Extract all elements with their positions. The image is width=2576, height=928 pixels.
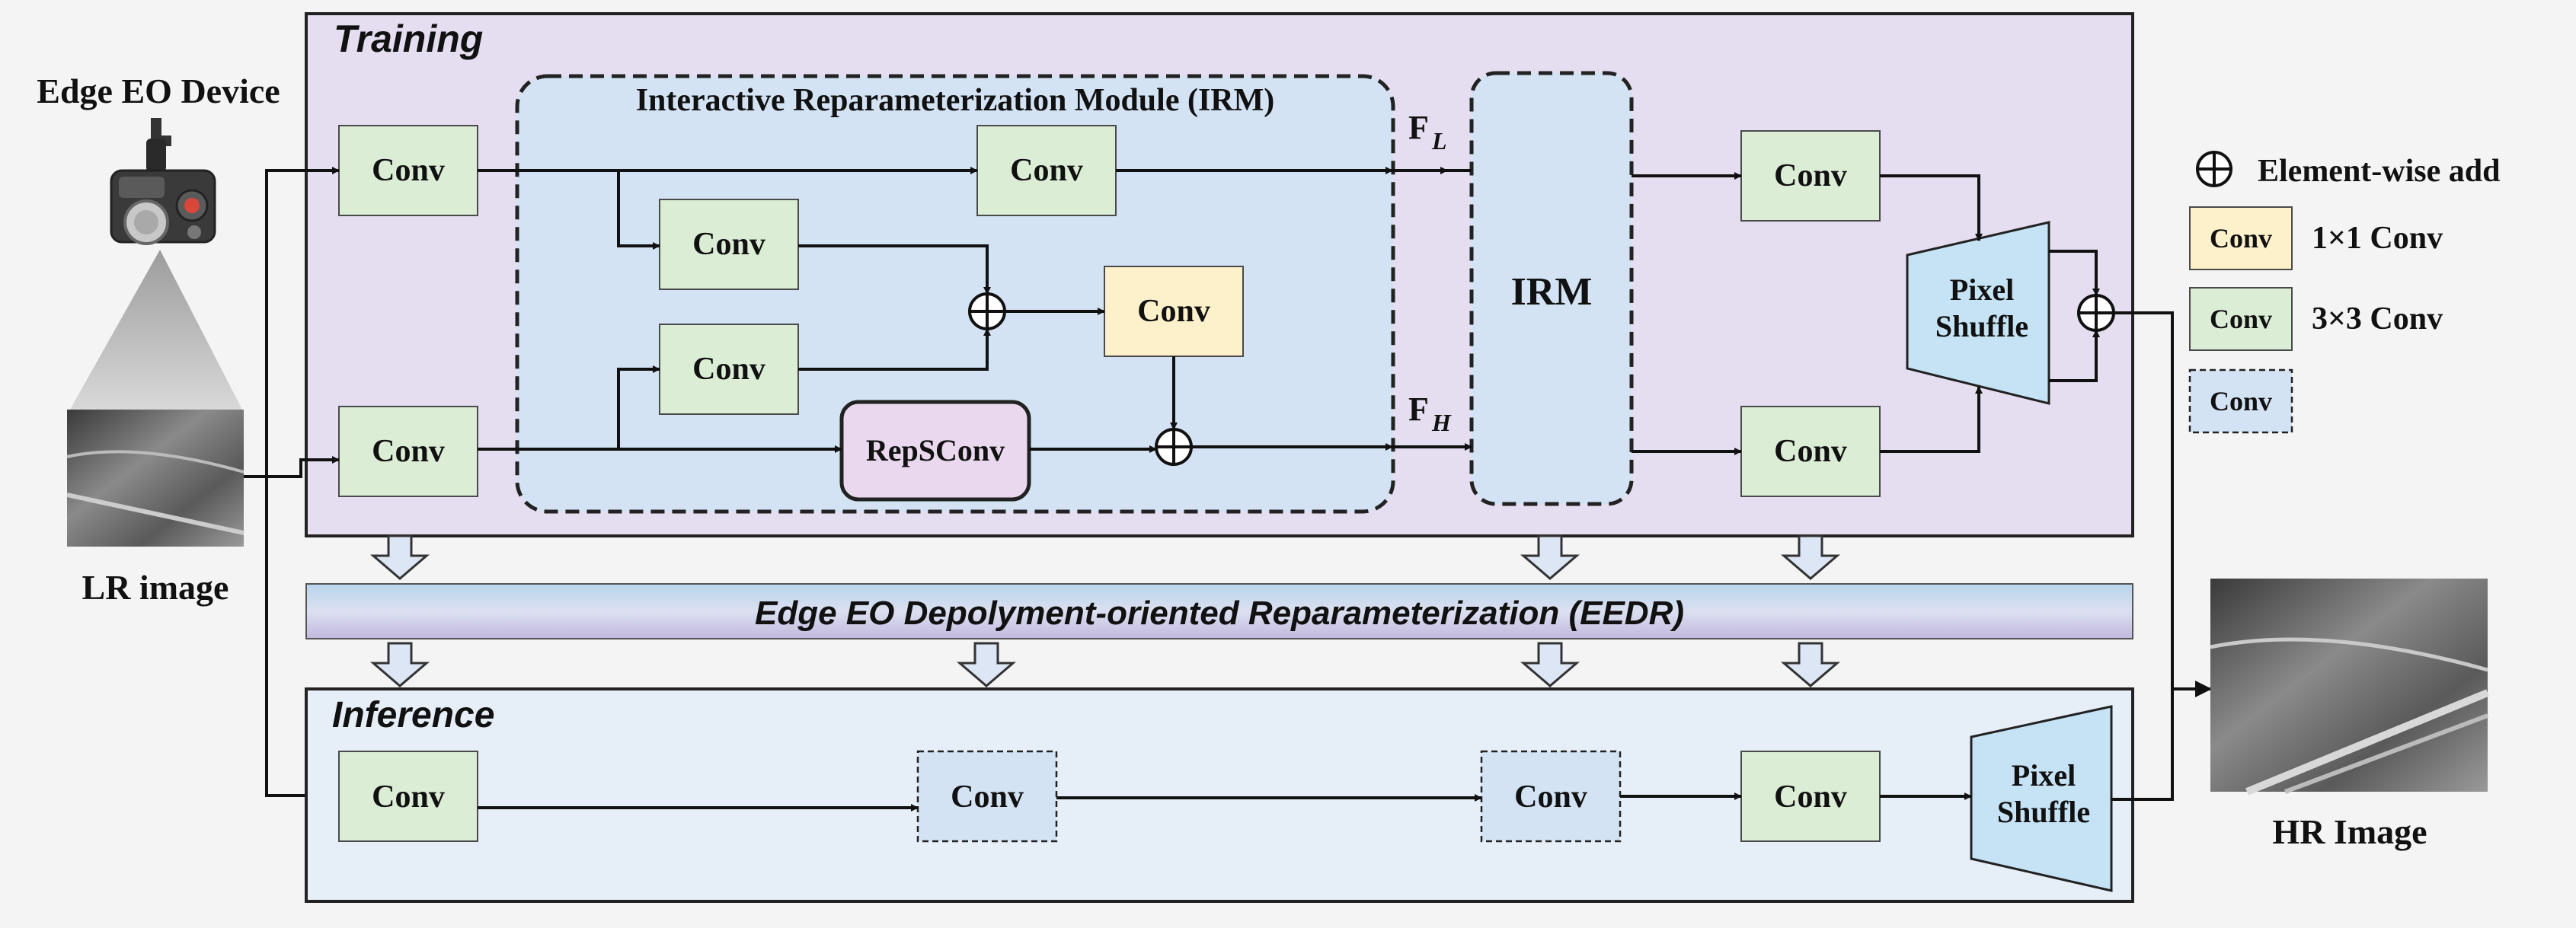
infer-pixel-shuffle-line2: Shuffle (1997, 795, 2090, 829)
infer-conv-2-label: Conv (951, 780, 1024, 815)
inference-title: Inference (332, 695, 494, 735)
train-pixel-shuffle-line1: Pixel (1950, 273, 2014, 307)
device-title: Edge EO Device (37, 72, 280, 110)
infer-conv-1 (338, 751, 478, 842)
infer-conv-3 (1480, 750, 1622, 843)
transfer-arrows (369, 534, 1841, 687)
training-title: Training (334, 18, 483, 60)
train-conv-top-out (1740, 130, 1881, 222)
legend-conv-3x3-box (2189, 287, 2293, 351)
camera-icon (110, 118, 216, 245)
svg-text:H: H (1431, 409, 1452, 436)
eedr-label: Edge EO Depolyment-oriented Reparameteri… (755, 595, 1684, 632)
inference-connections (478, 689, 2174, 812)
legend-add-label: Element-wise add (2258, 154, 2501, 189)
irm-conv-top (976, 125, 1117, 216)
legend: Element-wise add Conv 1×1 Conv Conv 3×3 … (2188, 151, 2501, 434)
irm-conv-mid-2 (659, 324, 799, 415)
irm-conv-mid-2-label: Conv (692, 352, 765, 387)
irm-block-label: IRM (1511, 270, 1593, 314)
add-icon (968, 292, 1006, 330)
irm-conv-1x1 (1104, 266, 1244, 357)
irm-conv-top-label: Conv (1010, 153, 1083, 188)
legend-conv-1x1-box (2189, 206, 2293, 270)
f-low-label: F L (1408, 109, 1447, 155)
hr-image (2210, 579, 2489, 796)
irm-module-title: Interactive Reparameterization Module (I… (636, 83, 1275, 118)
legend-conv-1x1-box-label: Conv (2210, 223, 2272, 254)
legend-conv-dashed-box (2188, 368, 2293, 434)
legend-conv-dashed-box-label: Conv (2210, 386, 2272, 416)
train-conv-bottom-out-label: Conv (1774, 434, 1847, 469)
train-conv-bottom-in (338, 406, 478, 497)
eedr-bar (305, 583, 2133, 639)
irm-conv-mid-1-label: Conv (692, 227, 765, 262)
infer-pixel-shuffle-line1: Pixel (2012, 758, 2076, 792)
hr-image-label: HR Image (2272, 812, 2427, 851)
legend-conv-1x1-label: 1×1 Conv (2312, 221, 2443, 256)
train-conv-bottom-in-label: Conv (372, 434, 445, 469)
add-icon (1155, 428, 1193, 466)
infer-conv-3-label: Conv (1514, 780, 1587, 815)
infer-conv-4-label: Conv (1774, 780, 1847, 815)
train-conv-top-in-label: Conv (372, 153, 445, 188)
camera-view-cone (70, 250, 242, 410)
infer-pixel-shuffle (1970, 705, 2113, 892)
lr-image-label: LR image (82, 568, 229, 607)
lr-image (66, 410, 244, 547)
svg-text:L: L (1431, 127, 1447, 155)
train-pixel-shuffle (1906, 221, 2050, 405)
svg-text:F: F (1408, 391, 1429, 428)
legend-conv-3x3-box-label: Conv (2210, 304, 2272, 334)
irm-conv-1x1-label: Conv (1137, 294, 1210, 329)
training-connections (244, 167, 2212, 799)
train-conv-top-out-label: Conv (1774, 158, 1847, 193)
repsconv-label: RepSConv (866, 433, 1005, 467)
add-icon (2077, 294, 2115, 332)
irm-conv-mid-1 (659, 199, 799, 290)
train-conv-bottom-out (1740, 406, 1881, 497)
infer-conv-2 (916, 750, 1058, 843)
f-high-label: F H (1408, 391, 1452, 436)
irm-block (1469, 71, 1634, 506)
svg-text:F: F (1408, 109, 1429, 146)
legend-conv-3x3-label: 3×3 Conv (2312, 301, 2443, 336)
infer-conv-1-label: Conv (372, 780, 445, 815)
train-pixel-shuffle-line2: Shuffle (1935, 309, 2028, 343)
legend-add-icon (2196, 151, 2232, 187)
